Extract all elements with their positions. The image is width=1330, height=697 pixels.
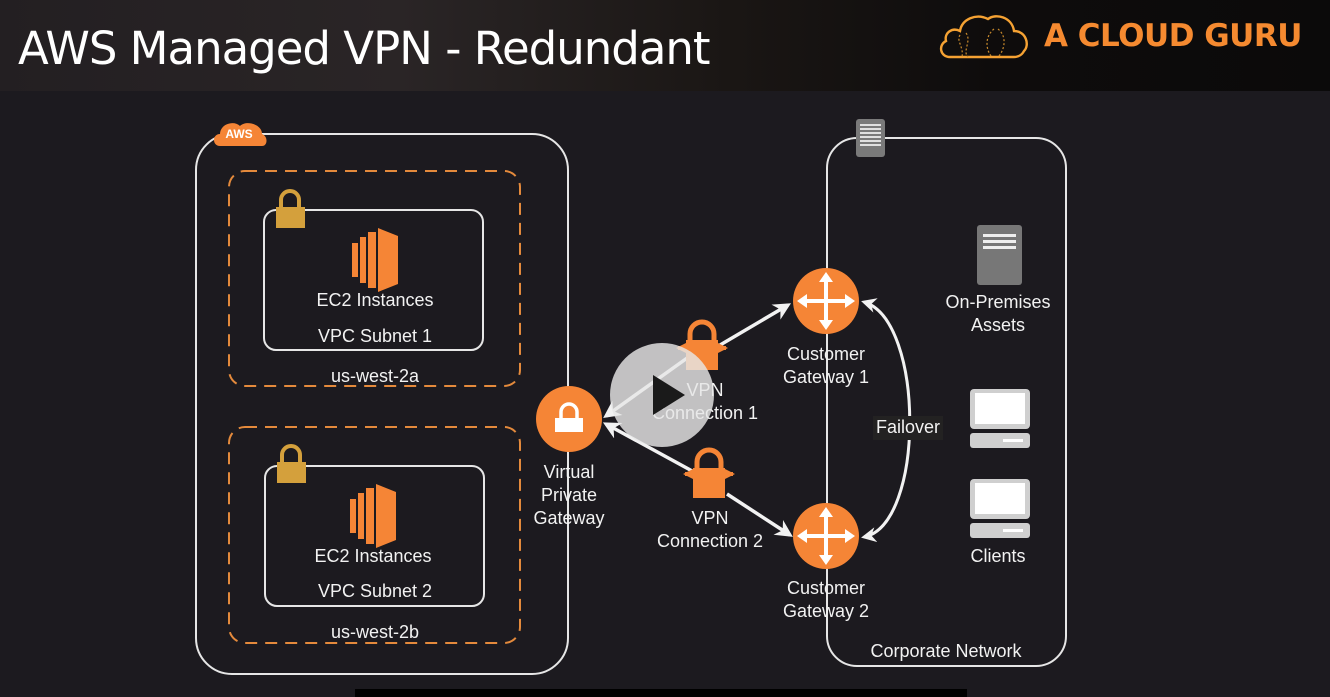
az2-label: us-west-2b	[330, 622, 420, 642]
az1-label: us-west-2a	[330, 366, 420, 386]
onprem-assets-label-line: On-Premises	[945, 292, 1051, 312]
ec2-icon-2	[350, 484, 396, 548]
cgw1-label-line: Customer	[786, 344, 866, 364]
failover-label: Failover	[875, 417, 941, 437]
brand-logo: A CLOUD GURU	[936, 8, 1302, 63]
clients-label: Clients	[970, 546, 1026, 566]
subnet2-service-label: EC2 Instances	[314, 546, 432, 566]
slide-title: AWS Managed VPN - Redundant	[18, 22, 711, 75]
subnet1-service-label: EC2 Instances	[316, 290, 434, 310]
video-progress-bar[interactable]	[355, 689, 967, 697]
vgw-lock-icon	[536, 386, 602, 452]
subnet-boundary-2	[264, 465, 485, 607]
az-boundary-1	[228, 170, 521, 387]
slide-header: AWS Managed VPN - Redundant A CLOUD GURU	[0, 0, 1330, 91]
cloud-logo-icon	[939, 14, 1028, 58]
vgw-label-line: Private	[540, 485, 598, 505]
az-boundary-2	[228, 426, 521, 644]
client-computer-icon-1	[970, 389, 1030, 448]
link-vpn2-cgw2	[726, 492, 793, 537]
vgw-label-line: Gateway	[533, 508, 605, 528]
subnet2-name-label: VPC Subnet 2	[317, 581, 433, 601]
corporate-network-boundary	[826, 137, 1067, 667]
vgw-label: Virtual Private Gateway	[519, 461, 619, 530]
subnet1-name-label: VPC Subnet 1	[317, 326, 433, 346]
router-icon-2	[793, 503, 859, 569]
cgw2-label-line: Customer	[786, 578, 866, 598]
router-icon-1	[793, 268, 859, 334]
cgw1-label: Customer Gateway 1	[766, 343, 886, 389]
corporate-network-label: Corporate Network	[870, 641, 1022, 661]
cgw2-label: Customer Gateway 2	[766, 577, 886, 623]
vpn2-label-line: VPN	[691, 508, 729, 528]
server-icon	[977, 225, 1022, 285]
ec2-icon-1	[352, 228, 398, 292]
onprem-assets-label: On-Premises Assets	[933, 291, 1063, 337]
onprem-assets-label-line: Assets	[970, 315, 1026, 335]
subnet-boundary-1	[263, 209, 484, 351]
subnet-lock-icon-2	[277, 444, 306, 483]
vpn2-label-line: Connection 2	[656, 531, 764, 551]
brand-name: A CLOUD GURU	[1044, 17, 1302, 54]
failover-label-bg	[873, 416, 943, 440]
video-play-button[interactable]	[610, 343, 714, 447]
play-icon	[653, 375, 685, 415]
link-vpn2-vgw	[602, 422, 695, 474]
aws-badge-label: AWS	[225, 127, 253, 141]
vpn-connection-icon-2	[683, 447, 735, 498]
cgw1-label-line: Gateway 1	[782, 367, 870, 387]
building-icon	[856, 119, 885, 157]
subnet-lock-icon-1	[276, 189, 305, 228]
vgw-label-line: Virtual	[543, 462, 595, 482]
vpn2-label: VPN Connection 2	[645, 507, 775, 553]
cgw2-label-line: Gateway 2	[782, 601, 870, 621]
aws-cloud-badge-icon	[214, 123, 267, 146]
client-computer-icon-2	[970, 479, 1030, 538]
link-vpn1-cgw1	[714, 303, 792, 350]
